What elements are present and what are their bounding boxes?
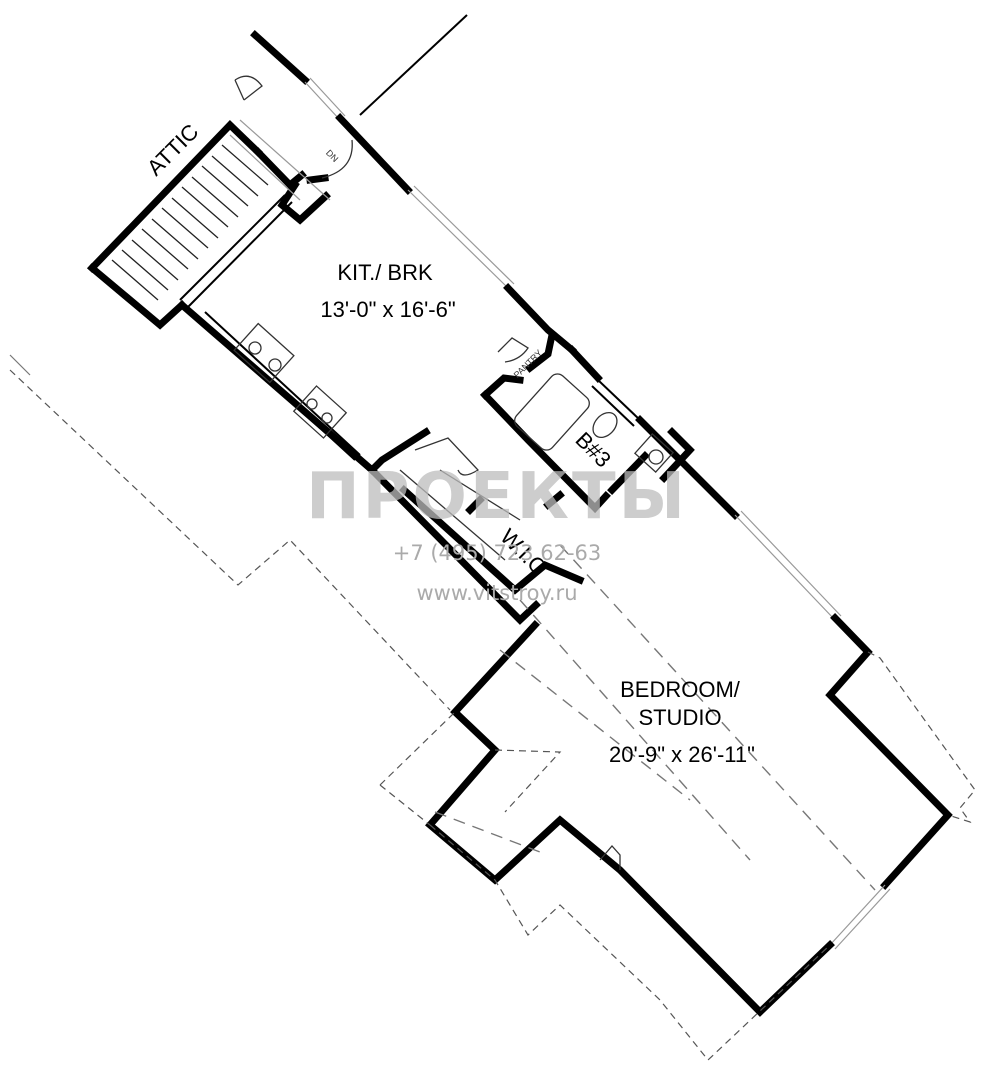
watermark-brand: ПРОЕКТЫ: [306, 460, 688, 534]
closet-shelving: [399, 469, 521, 561]
bath-fixtures: [514, 373, 675, 473]
bedroom-notch: [379, 651, 976, 1061]
door-swings: [234, 75, 621, 870]
stair-treads: [111, 119, 331, 308]
kitchen-counter: [199, 311, 361, 461]
watermark-phone: +7 (495) 723 62-63: [393, 541, 602, 565]
watermark: ПРОЕКТЫ +7 (495) 723 62-63 www.vitstroy.…: [306, 460, 688, 605]
attic-label: ATTIC: [142, 119, 204, 181]
kitchen-dimensions: 13'-0" x 16'-6": [320, 297, 455, 322]
stair-down-label: DN: [324, 148, 340, 164]
bedroom-name-line1: BEDROOM/: [620, 677, 741, 702]
kitchen-name: KIT./ BRK: [337, 260, 433, 285]
ceiling-lines: [434, 544, 876, 891]
site-lines: [9, 14, 468, 711]
bedroom-name-line2: STUDIO: [638, 705, 721, 730]
bedroom-dimensions: 20'-9" x 26'-11": [609, 742, 755, 767]
watermark-url: www.vitstroy.ru: [416, 581, 577, 605]
